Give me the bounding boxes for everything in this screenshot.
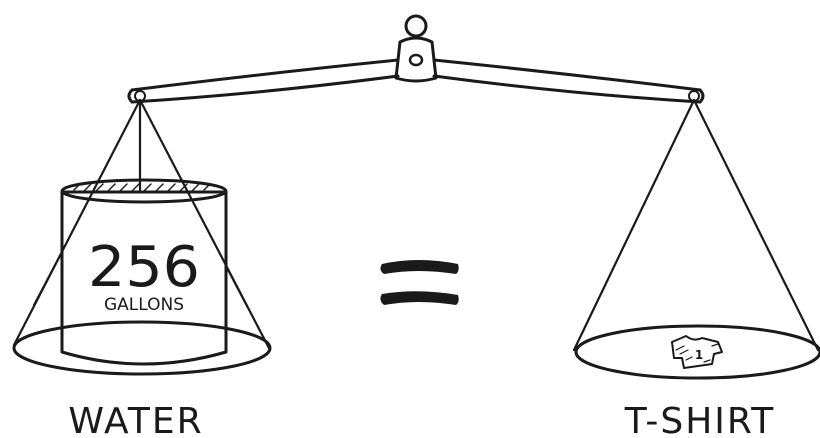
- right-pan: [574, 324, 820, 380]
- right-pan-label: T-SHIRT: [624, 401, 776, 438]
- container-volume-unit: GALLONS: [104, 295, 184, 315]
- right-pan-strings: [572, 98, 820, 352]
- left-pan: [12, 320, 272, 376]
- scale-beam: [127, 58, 705, 104]
- tshirt-icon: 1: [671, 335, 723, 369]
- left-pan-label: WATER: [68, 401, 203, 438]
- scale-pivot: [394, 14, 438, 83]
- tshirt-number: 1: [695, 348, 703, 362]
- equals-sign: [380, 260, 459, 305]
- water-container: [33, 178, 249, 366]
- container-volume-number: 256: [88, 235, 200, 300]
